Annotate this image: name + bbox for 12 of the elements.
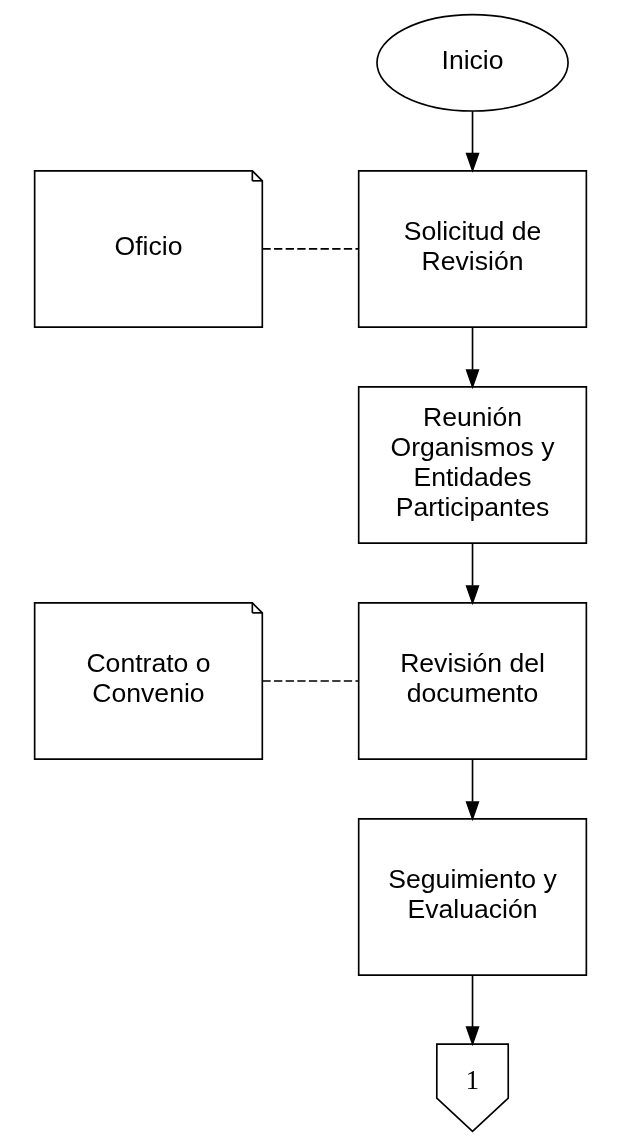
arrow bbox=[465, 542, 480, 606]
node-box: Seguimiento y Evaluación bbox=[357, 818, 588, 976]
arrow bbox=[465, 758, 480, 822]
connector bbox=[261, 680, 360, 682]
node-box: Solicitud de Revisión bbox=[357, 170, 588, 328]
node-box: Revisión del documento bbox=[357, 602, 588, 760]
arrow bbox=[465, 110, 480, 173]
arrow bbox=[465, 326, 480, 390]
node-box: Reunión Organismos y Entidades Participantes bbox=[357, 386, 588, 544]
node-ellipse: Inicio bbox=[376, 13, 569, 112]
arrow bbox=[465, 974, 480, 1047]
connector bbox=[261, 248, 360, 250]
